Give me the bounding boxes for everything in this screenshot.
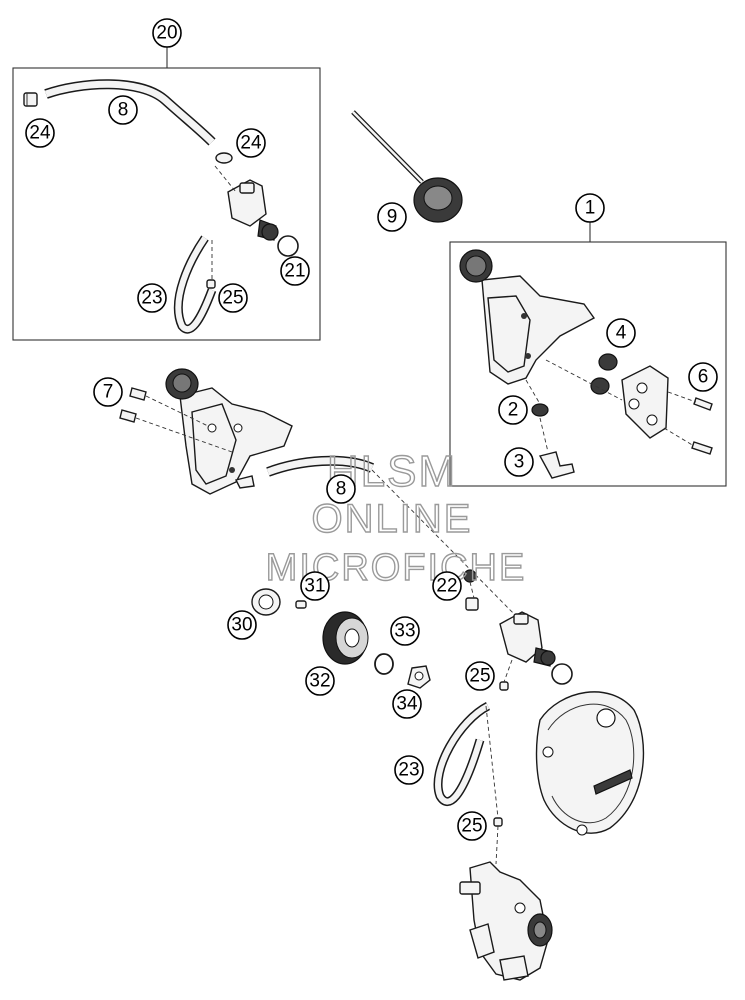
callout-25-bottom: 25 xyxy=(457,811,487,841)
o-ring-top-inset xyxy=(277,235,299,257)
callout-22: 22 xyxy=(432,571,462,601)
leader-pump-top xyxy=(214,165,237,193)
leader-right-4 xyxy=(667,391,697,403)
callout-20: 20 xyxy=(152,18,182,48)
o-ring-lower xyxy=(551,663,573,685)
callout-9-label: 9 xyxy=(387,207,398,228)
callout-30-label: 30 xyxy=(231,615,252,636)
screw-22b xyxy=(465,597,479,611)
leader-right-1 xyxy=(525,379,541,405)
callout-21-label: 21 xyxy=(284,261,305,282)
callout-25-middle-label: 25 xyxy=(469,666,490,687)
circlip-33 xyxy=(374,653,394,675)
bolt-7a xyxy=(129,387,147,401)
fuel-hose-top xyxy=(44,79,216,146)
callout-3-label: 3 xyxy=(514,452,525,473)
clip-25-lower xyxy=(499,681,509,691)
callout-31-label: 31 xyxy=(304,576,325,597)
callout-24-right-label: 24 xyxy=(240,133,262,154)
callout-4-label: 4 xyxy=(616,323,627,344)
clip-25-bottom xyxy=(493,817,503,827)
filler-cap-dipstick xyxy=(351,110,463,223)
fuel-hose-middle xyxy=(266,455,375,477)
leader-right-2 xyxy=(539,417,549,453)
callout-33-label: 33 xyxy=(394,621,415,642)
rubber-grommet-4a xyxy=(598,353,618,371)
callout-6: 6 xyxy=(688,362,718,392)
callout-23-bottom-label: 23 xyxy=(398,760,419,781)
callout-32: 32 xyxy=(305,666,335,696)
callout-8-middle: 8 xyxy=(326,474,356,504)
leader-pump-lower xyxy=(503,659,513,683)
callout-3: 3 xyxy=(504,447,534,477)
callout-2: 2 xyxy=(498,395,528,425)
clip-top-inset xyxy=(206,279,216,289)
callout-24-left: 24 xyxy=(25,118,55,148)
bolt-6b xyxy=(691,441,713,455)
callout-30: 30 xyxy=(227,610,257,640)
pin-31 xyxy=(295,600,307,609)
hose-clamp-small-right xyxy=(215,152,233,164)
hose-clamp-small-left xyxy=(23,92,38,107)
callout-23-bottom: 23 xyxy=(394,755,424,785)
callout-8-middle-label: 8 xyxy=(336,479,347,500)
mounting-bracket xyxy=(621,365,669,439)
callout-21: 21 xyxy=(280,256,310,286)
inset-frame-right xyxy=(449,241,727,487)
callout-24-left-label: 24 xyxy=(29,123,51,144)
grommet-2 xyxy=(531,403,549,417)
callout-25-top-label: 25 xyxy=(222,288,243,309)
callout-34: 34 xyxy=(392,689,422,719)
leader-22 xyxy=(469,581,475,599)
callout-33: 33 xyxy=(390,616,420,646)
oil-hose-loop-lower xyxy=(433,701,491,806)
oil-hose-loop-top-inset xyxy=(173,235,217,334)
callout-7: 7 xyxy=(93,377,123,407)
oil-pump-lower xyxy=(499,611,556,667)
watermark-line-2: ONLINE xyxy=(312,497,473,541)
oil-pump-top-inset xyxy=(227,179,279,241)
callout-25-bottom-label: 25 xyxy=(461,816,482,837)
ignition-cover xyxy=(535,691,645,836)
bushing-30 xyxy=(251,588,281,616)
callout-4: 4 xyxy=(606,318,636,348)
callout-8-top-label: 8 xyxy=(118,100,129,121)
callout-1-label: 1 xyxy=(585,198,596,219)
gear-32 xyxy=(322,611,369,665)
callout-6-label: 6 xyxy=(698,367,709,388)
leader-mid-2 xyxy=(135,417,233,453)
callout-24-right: 24 xyxy=(236,128,266,158)
bolt-7b xyxy=(119,409,137,423)
nut-34 xyxy=(407,665,431,689)
leader-hose-to-carb xyxy=(485,705,499,819)
leader-mid-1 xyxy=(145,395,209,427)
carburetor xyxy=(459,861,553,981)
callout-23-top-label: 23 xyxy=(141,288,162,309)
leader-hose-to-pump xyxy=(371,469,521,621)
leader-right-3 xyxy=(545,359,623,401)
callout-1: 1 xyxy=(575,193,605,223)
callout-8-top: 8 xyxy=(108,95,138,125)
callout-23-top: 23 xyxy=(137,283,167,313)
callout-34-label: 34 xyxy=(396,694,418,715)
callout-32-label: 32 xyxy=(309,671,330,692)
callout-25-middle: 25 xyxy=(465,661,495,691)
callout-22-label: 22 xyxy=(436,576,457,597)
rubber-grommet-4b xyxy=(590,377,610,395)
elbow-fitting-3 xyxy=(538,451,575,479)
callout-20-label: 20 xyxy=(156,23,177,44)
callout-9: 9 xyxy=(377,202,407,232)
callout-7-label: 7 xyxy=(103,382,114,403)
callout-31: 31 xyxy=(300,571,330,601)
oil-tank-right-inset xyxy=(459,249,596,385)
bolt-6a xyxy=(693,397,713,411)
callout-2-label: 2 xyxy=(508,400,519,421)
leader-right-5 xyxy=(663,427,695,447)
callout-25-top: 25 xyxy=(218,283,248,313)
watermark: HLSM ONLINE MICROFICHE xyxy=(265,446,525,589)
oil-tank-middle xyxy=(165,368,293,495)
leader-clip-to-carb xyxy=(495,825,499,865)
